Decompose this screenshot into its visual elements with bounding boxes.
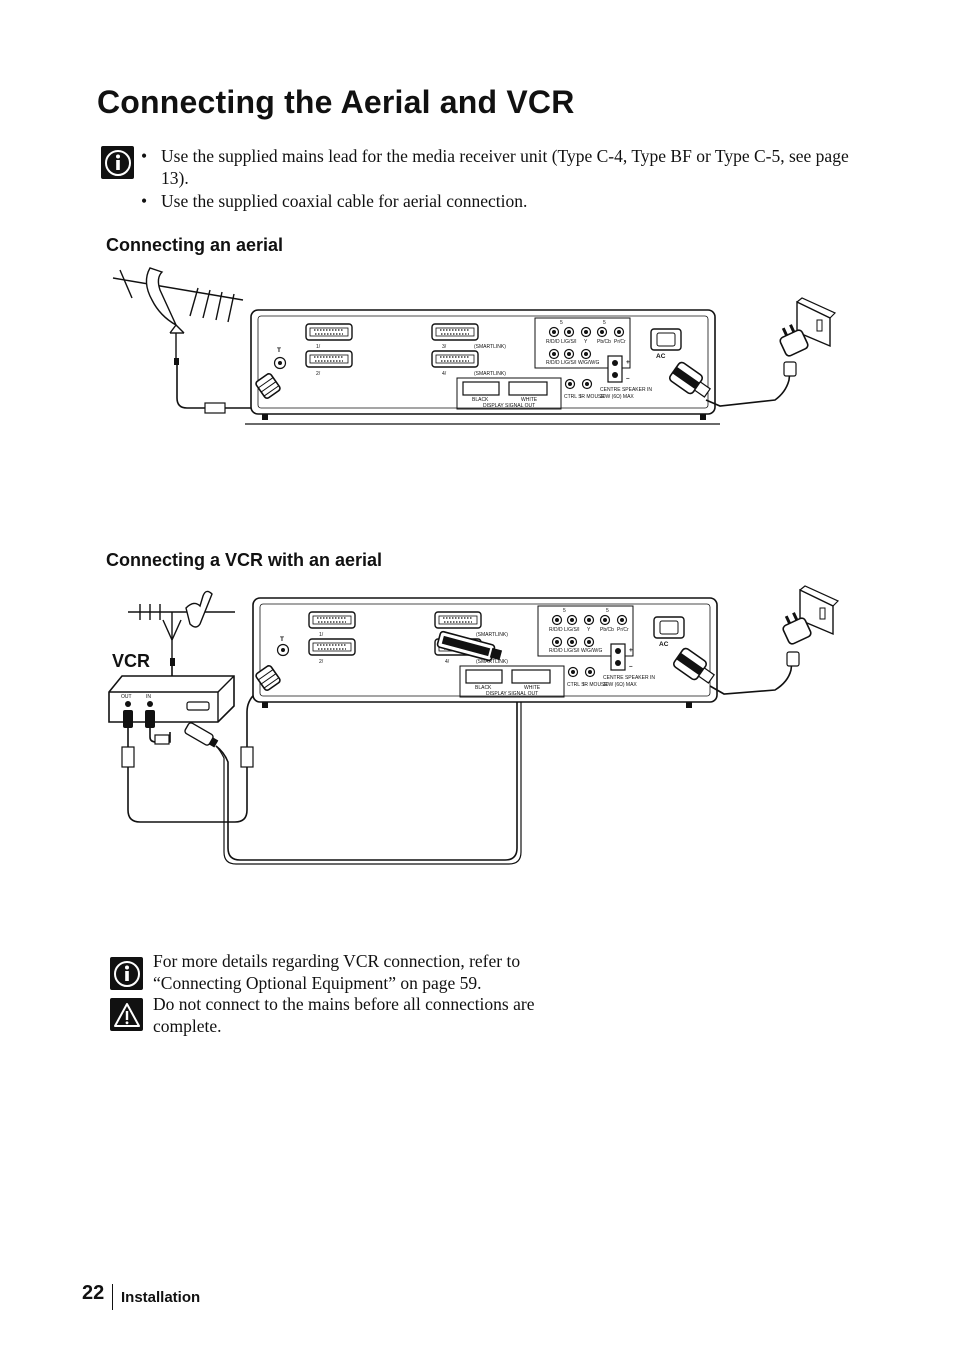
info-icon <box>101 146 134 179</box>
intro-bullet-list: Use the supplied mains lead for the medi… <box>141 146 856 213</box>
wall-socket-icon <box>779 297 837 357</box>
svg-text:5: 5 <box>560 320 563 326</box>
svg-text:BLACK: BLACK <box>475 685 492 691</box>
svg-text:DISPLAY SIGNAL OUT: DISPLAY SIGNAL OUT <box>486 691 538 697</box>
section-heading-vcr: Connecting a VCR with an aerial <box>106 550 383 570</box>
svg-text:AC: AC <box>656 353 666 360</box>
footer-divider <box>112 1284 113 1310</box>
svg-text:5: 5 <box>606 608 609 614</box>
warning-icon <box>110 998 143 1031</box>
mains-plug-icon <box>668 361 712 398</box>
antenna-icon <box>112 267 244 364</box>
svg-text:+: + <box>626 359 630 366</box>
page-number: 22 <box>82 1282 105 1304</box>
svg-text:4/: 4/ <box>442 371 447 377</box>
aerial-diagram: T 1/ 2/ 3/ (SMARTLINK) 4/ (SMARTLINK) BL… <box>112 267 837 425</box>
svg-text:5: 5 <box>563 608 566 614</box>
svg-text:2/: 2/ <box>319 659 324 665</box>
svg-text:Y: Y <box>584 339 588 345</box>
svg-text:WHITE: WHITE <box>521 397 538 403</box>
svg-text:Y: Y <box>587 627 591 633</box>
svg-text:IR MOUSE: IR MOUSE <box>583 682 608 688</box>
svg-text:AC: AC <box>659 641 669 648</box>
svg-text:(SMARTLINK): (SMARTLINK) <box>474 344 506 350</box>
svg-text:3/: 3/ <box>442 344 447 350</box>
svg-text:OUT: OUT <box>121 694 132 700</box>
bullet-item: Use the supplied coaxial cable for aeria… <box>141 191 856 213</box>
svg-text:Pr/Cr: Pr/Cr <box>614 339 626 345</box>
svg-text:CTRL S: CTRL S <box>564 394 582 400</box>
svg-text:WHITE: WHITE <box>524 685 541 691</box>
vcr-label: VCR <box>112 651 151 671</box>
wall-socket-icon <box>782 585 840 645</box>
svg-text:5: 5 <box>603 320 606 326</box>
antenna-icon <box>128 590 235 665</box>
svg-text:Pr/Cr: Pr/Cr <box>617 627 629 633</box>
info-icon <box>110 957 143 990</box>
warning-note: Do not connect to the mains before all c… <box>153 994 535 1036</box>
svg-text:1/: 1/ <box>319 632 324 638</box>
svg-text:CTRL S: CTRL S <box>567 682 585 688</box>
svg-text:R/D/D L/G/S/I: R/D/D L/G/S/I <box>546 339 577 345</box>
svg-text:–: – <box>626 375 630 382</box>
svg-text:IR MOUSE: IR MOUSE <box>580 394 605 400</box>
svg-text:10W (6Ω) MAX: 10W (6Ω) MAX <box>603 682 637 688</box>
svg-text:2/: 2/ <box>316 371 321 377</box>
svg-text:DISPLAY SIGNAL OUT: DISPLAY SIGNAL OUT <box>483 403 535 409</box>
svg-text:–: – <box>629 663 633 670</box>
svg-text:1/: 1/ <box>316 344 321 350</box>
svg-text:(SMARTLINK): (SMARTLINK) <box>474 371 506 377</box>
svg-text:+: + <box>629 647 633 654</box>
svg-text:(SMARTLINK): (SMARTLINK) <box>476 632 508 638</box>
section-heading-aerial: Connecting an aerial <box>106 235 284 255</box>
vcr-device-icon: OUT IN <box>108 675 235 723</box>
mains-plug-icon <box>672 647 716 684</box>
info-note: For more details regarding VCR connectio… <box>153 951 521 993</box>
svg-text:BLACK: BLACK <box>472 397 489 403</box>
footer-section-name: Installation <box>121 1289 201 1306</box>
svg-text:IN: IN <box>146 694 151 700</box>
svg-text:T: T <box>280 636 284 643</box>
svg-text:CENTRE SPEAKER IN: CENTRE SPEAKER IN <box>603 675 655 681</box>
svg-text:(SMARTLINK): (SMARTLINK) <box>476 659 508 665</box>
svg-text:Pb/Cb: Pb/Cb <box>600 627 614 633</box>
svg-text:10W (6Ω) MAX: 10W (6Ω) MAX <box>600 394 634 400</box>
bullet-item: Use the supplied mains lead for the medi… <box>141 146 856 189</box>
svg-text:R/D/D L/G/S/I W/G/W/G: R/D/D L/G/S/I W/G/W/G <box>546 360 599 366</box>
svg-text:R/D/D L/G/S/I: R/D/D L/G/S/I <box>549 627 580 633</box>
svg-text:Pb/Cb: Pb/Cb <box>597 339 611 345</box>
page-title: Connecting the Aerial and VCR <box>97 84 575 120</box>
svg-text:T: T <box>277 347 281 354</box>
vcr-diagram: OUT IN T <box>108 585 840 865</box>
svg-text:CENTRE SPEAKER IN: CENTRE SPEAKER IN <box>600 387 652 393</box>
svg-text:R/D/D L/G/S/I W/G/W/G: R/D/D L/G/S/I W/G/W/G <box>549 648 602 654</box>
svg-text:4/: 4/ <box>445 659 450 665</box>
